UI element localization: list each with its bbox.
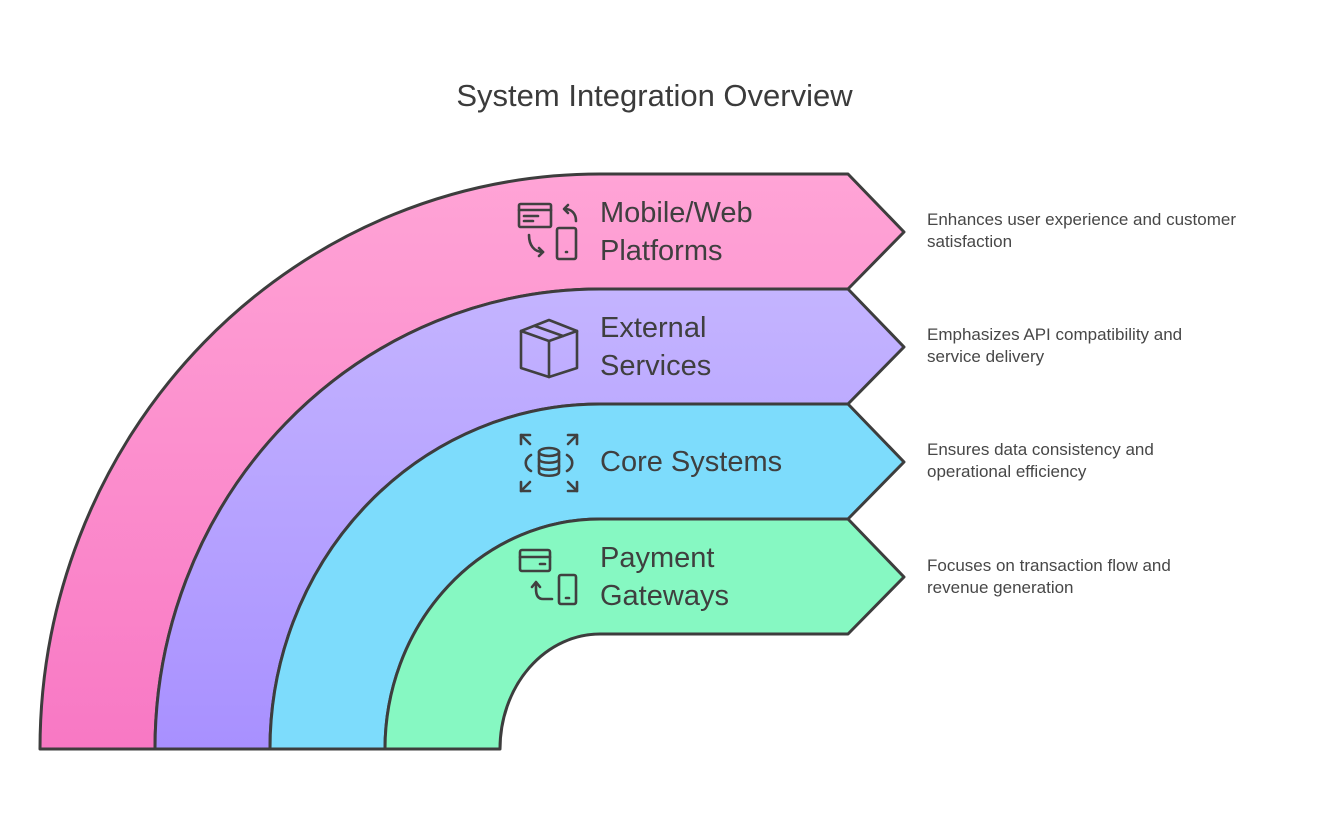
- core-systems-description-line1: Ensures data consistency and: [927, 440, 1154, 459]
- diagram-title: System Integration Overview: [456, 78, 853, 113]
- core-systems-description: Ensures data consistency and operational…: [927, 439, 1287, 483]
- external-services-label-line2: Services: [600, 350, 712, 382]
- external-services-label: External Services: [600, 309, 711, 385]
- payment-gateways-description-line2: revenue generation: [927, 578, 1074, 597]
- database-expand-icon: [519, 433, 579, 493]
- payment-gateways-label: Payment Gateways: [600, 539, 729, 615]
- mobile-web-platforms-label-line2: Platforms: [600, 235, 723, 267]
- payment-gateways-description: Focuses on transaction flow and revenue …: [927, 555, 1287, 599]
- core-systems-label: Core Systems: [600, 443, 782, 481]
- payment-gateways-label-line1: Payment: [600, 542, 715, 574]
- core-systems-label-line1: Core Systems: [600, 446, 783, 478]
- payment-gateways-band: [383, 517, 906, 751]
- box-icon: [519, 318, 579, 379]
- mobile-web-platforms-description-line1: Enhances user experience and customer: [927, 210, 1237, 229]
- mobile-web-platforms-label: Mobile/Web Platforms: [600, 194, 753, 270]
- external-services-label-line1: External: [600, 312, 707, 344]
- mobile-web-platforms-description-line2: satisfaction: [927, 232, 1013, 251]
- browser-phone-sync-icon: [517, 202, 578, 261]
- mobile-web-platforms-label-line1: Mobile/Web: [600, 197, 753, 229]
- external-services-description: Emphasizes API compatibility and service…: [927, 324, 1287, 368]
- mobile-web-platforms-description: Enhances user experience and customer sa…: [927, 209, 1287, 253]
- payment-gateways-label-line2: Gateways: [600, 580, 729, 612]
- external-services-description-line2: service delivery: [927, 347, 1045, 366]
- payment-gateways-description-line1: Focuses on transaction flow and: [927, 556, 1171, 575]
- external-services-description-line1: Emphasizes API compatibility and: [927, 325, 1183, 344]
- core-systems-description-line2: operational efficiency: [927, 462, 1087, 481]
- card-phone-payment-icon: [518, 548, 578, 606]
